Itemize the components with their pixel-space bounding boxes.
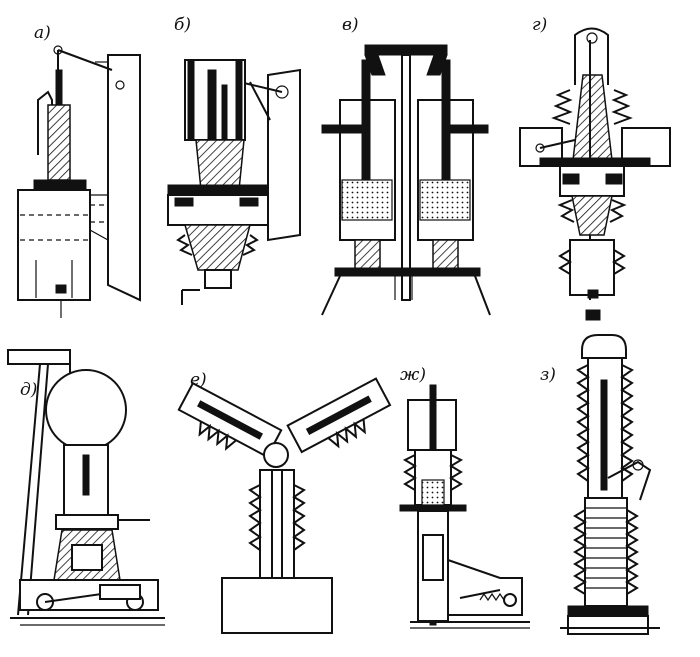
- panel-g: г): [519, 15, 671, 321]
- panel-label-v: в): [342, 15, 359, 35]
- panel-label-g: г): [532, 15, 547, 35]
- panel-label-b: б): [174, 15, 191, 35]
- panel-label-d: д): [20, 380, 37, 400]
- panel-e: е): [177, 370, 392, 634]
- panel-zh: ж): [399, 365, 530, 629]
- panel-label-a: а): [34, 23, 51, 43]
- panel-label-zh: ж): [400, 365, 426, 385]
- panel-d: д): [7, 349, 165, 626]
- panel-b: б): [167, 15, 301, 305]
- panel-label-z: з): [540, 365, 556, 385]
- panel-z: з): [540, 334, 660, 635]
- panel-v: в): [321, 15, 491, 316]
- panel-a: а): [17, 23, 141, 318]
